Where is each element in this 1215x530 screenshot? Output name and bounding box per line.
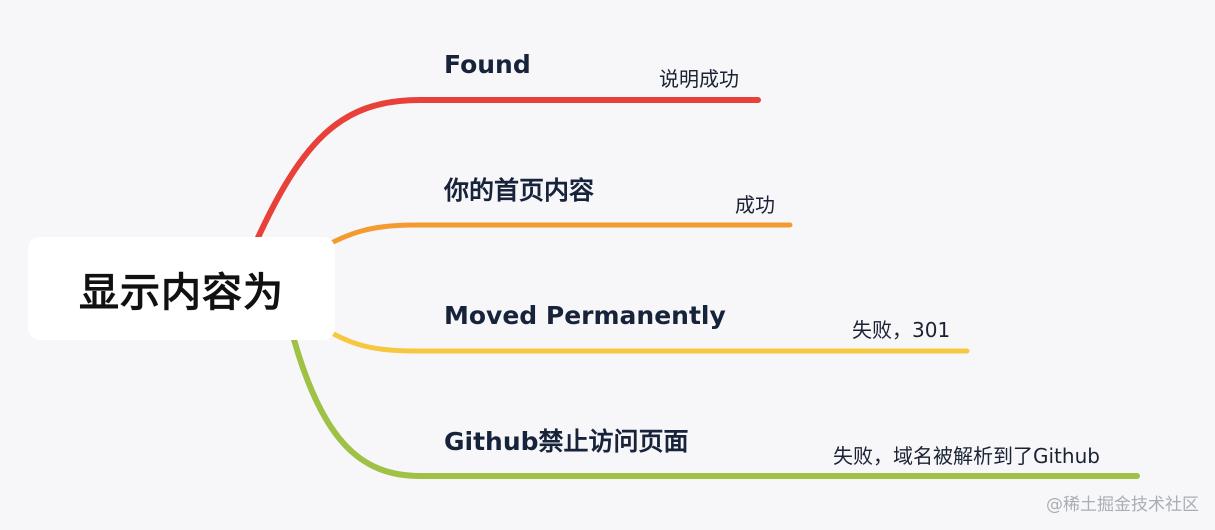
branch-note-4[interactable]: 失败，域名被解析到了Github [833,444,1100,468]
branch-title-2[interactable]: 你的首页内容 [444,176,595,205]
branch-note-2[interactable]: 成功 [735,193,775,217]
connector-branch-1 [245,97,761,263]
connector-branch-2 [315,222,793,253]
root-node-label: 显示内容为 [79,269,284,316]
branch-note-1[interactable]: 说明成功 [659,67,739,91]
root-node[interactable]: 显示内容为 [28,237,335,340]
branch-title-3[interactable]: Moved Permanently [444,301,726,330]
branch-note-3[interactable]: 失败，301 [852,318,951,342]
branch-title-1[interactable]: Found [444,50,531,79]
watermark-text: @稀土掘金技术社区 [1046,495,1199,515]
branch-title-4[interactable]: Github禁止访问页面 [444,427,689,456]
connector-branch-4 [287,322,1140,479]
